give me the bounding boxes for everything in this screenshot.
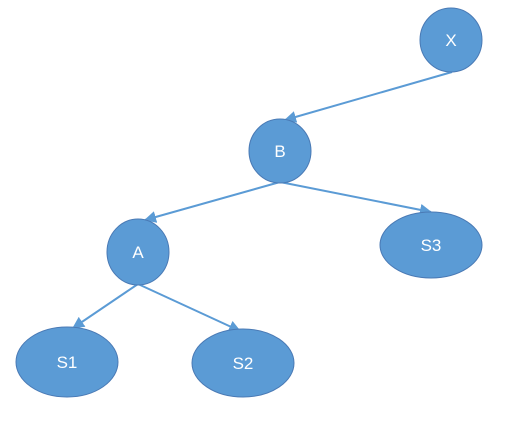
node-s1-shape — [15, 326, 119, 398]
node-x-shape — [419, 7, 483, 73]
node-a-label: A — [132, 243, 144, 262]
node-s3-shape — [379, 211, 483, 279]
node-b-label: B — [274, 142, 285, 161]
node-s3: S3 — [379, 211, 483, 279]
node-s2-shape — [191, 328, 295, 398]
edge-b-to-a — [144, 181, 281, 223]
node-x-label: X — [445, 31, 456, 50]
node-s3-label: S3 — [421, 236, 442, 255]
node-b-shape — [248, 118, 312, 184]
node-s2: S2 — [191, 328, 295, 398]
edge-x-to-b — [284, 71, 453, 123]
node-x: X — [419, 7, 483, 73]
node-a-shape — [106, 218, 170, 286]
node-b: B — [248, 118, 312, 184]
edge-a-to-s1 — [72, 283, 139, 329]
edge-a-to-s2 — [137, 283, 241, 332]
node-s2-label: S2 — [233, 354, 254, 373]
edges-group — [72, 71, 453, 332]
node-s1: S1 — [15, 326, 119, 398]
node-a: A — [106, 218, 170, 286]
node-s1-label: S1 — [57, 353, 78, 372]
edge-b-to-s3 — [279, 181, 432, 216]
